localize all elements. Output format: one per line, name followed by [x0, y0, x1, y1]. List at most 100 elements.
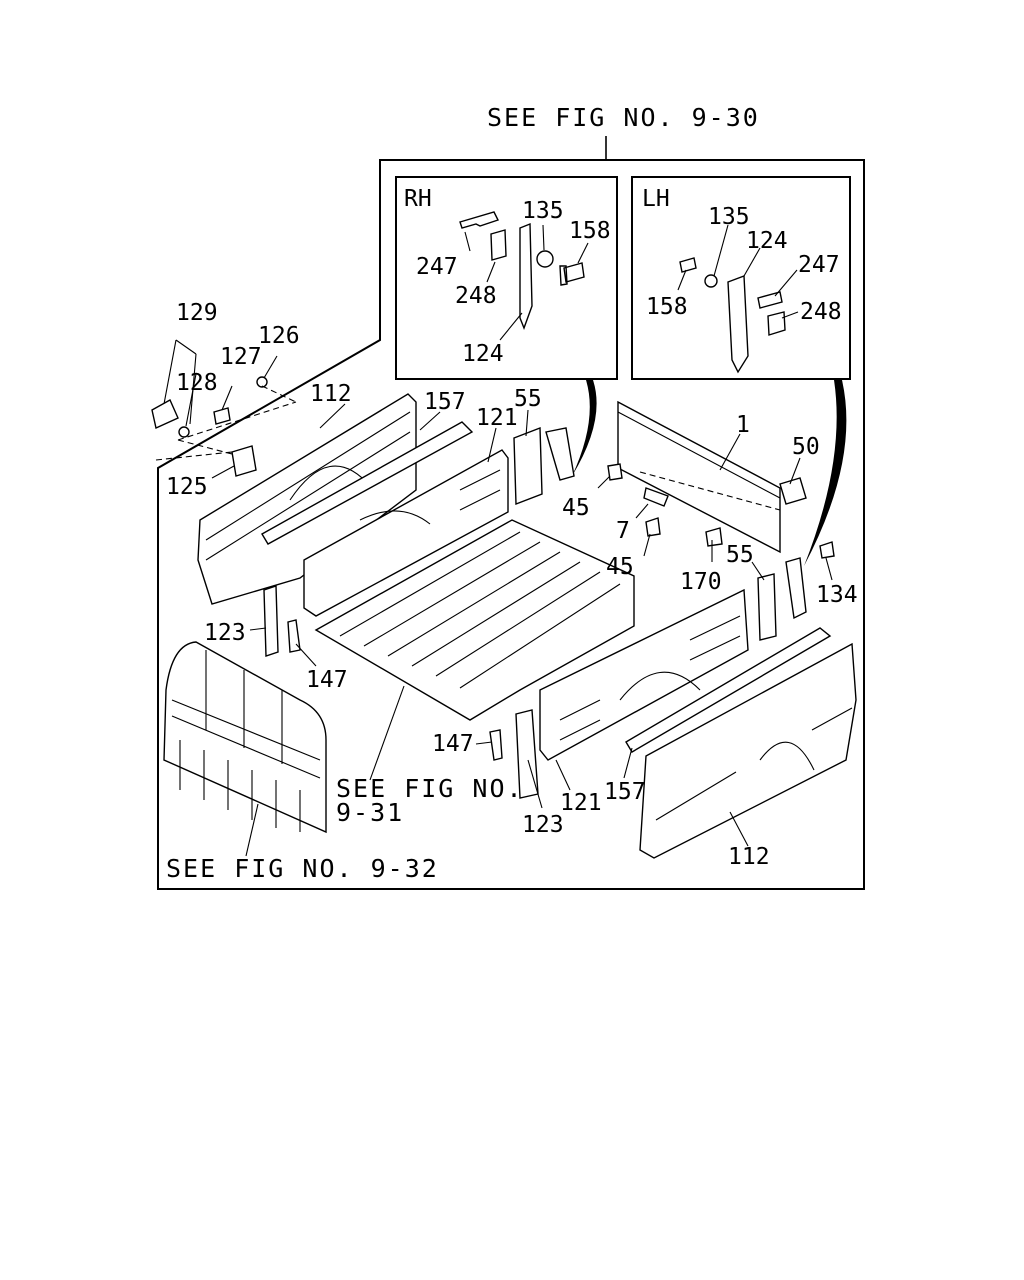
rh-bolt-158 [559, 262, 585, 286]
rh-bar-124 [519, 222, 533, 330]
bolt-134 [819, 541, 835, 559]
bracket-125 [231, 445, 257, 477]
rh-label-158: 158 [569, 218, 611, 244]
see-fig-9-31-number: 9-31 [336, 798, 404, 827]
c157-left-leader [419, 411, 441, 431]
p127-leader [221, 385, 233, 411]
floor-ribs [339, 531, 621, 689]
left-post-55 [513, 426, 543, 506]
c45-bottom-leader [643, 533, 651, 557]
lh-135-leader [713, 224, 729, 277]
lh-label-124: 124 [746, 228, 788, 254]
right-outer-ribs [655, 707, 853, 821]
rh-inset-pointer [572, 380, 597, 476]
callout-157-left: 157 [424, 389, 466, 415]
callout-55-right: 55 [726, 542, 754, 568]
callout-55-left: 55 [514, 386, 542, 412]
c121-right-leader [555, 759, 571, 791]
tailgate-outline [163, 641, 327, 834]
see-fig-9-32-label: SEE FIG NO. 9-32 [166, 854, 439, 883]
callout-112-left: 112 [310, 381, 352, 407]
c157-right-leader [623, 747, 633, 779]
right-inner-panel-121 [539, 588, 749, 761]
callout-128: 128 [176, 370, 218, 396]
washer-128 [178, 426, 190, 438]
p125-leader [211, 465, 235, 479]
tailgate-bars [171, 650, 321, 779]
c134-leader [825, 557, 833, 581]
callout-7: 7 [616, 518, 630, 544]
fig-9-32-leader [245, 803, 259, 857]
lh-bar-124 [727, 275, 749, 374]
see-fig-9-31-label: SEE FIG NO. [336, 774, 524, 803]
lh-inset: LH 135 124 158 247 248 [631, 176, 851, 380]
right-rail-157 [625, 627, 832, 753]
right-wheel-arch [759, 741, 815, 771]
c112-left-leader [319, 403, 346, 429]
rh-inset-title: RH [404, 186, 432, 212]
c147-left-leader [295, 643, 317, 667]
callout-147-right: 147 [432, 731, 474, 757]
right-handle-147 [489, 729, 503, 761]
rh-158-leader [577, 242, 589, 264]
lh-label-158: 158 [646, 294, 688, 320]
lh-inset-pointer [804, 380, 847, 566]
p129-leader-c [175, 339, 197, 355]
bolt-127 [213, 407, 231, 425]
lh-plate-248 [767, 311, 786, 336]
c123-right-leader [527, 759, 543, 809]
callout-112-right: 112 [728, 844, 770, 870]
rh-label-248: 248 [455, 283, 497, 309]
c121-left-leader [487, 427, 497, 463]
front-panel-edge [617, 411, 781, 499]
callout-45-top: 45 [562, 495, 590, 521]
c55-left-leader [525, 409, 529, 437]
callout-147-left: 147 [306, 667, 348, 693]
rh-bracket-247 [459, 211, 499, 229]
left-inner-arch [359, 510, 431, 525]
cap-129 [151, 399, 179, 429]
callout-121-left: 121 [476, 405, 518, 431]
bracket-50 [779, 477, 807, 505]
callout-134: 134 [816, 582, 858, 608]
rh-135-leader [542, 224, 545, 251]
group-dashed-lines [155, 385, 297, 461]
callout-129: 129 [176, 300, 218, 326]
p126-leader [263, 355, 278, 379]
callout-127: 127 [220, 344, 262, 370]
callout-123-left: 123 [204, 620, 246, 646]
rh-124-leader [499, 312, 523, 341]
callout-125: 125 [166, 474, 208, 500]
callout-50: 50 [792, 434, 820, 460]
rh-label-124: 124 [462, 341, 504, 367]
latch-right [785, 557, 807, 620]
lh-248-leader [781, 311, 799, 319]
bolt-45-top [607, 463, 623, 481]
lh-inset-title: LH [642, 186, 670, 212]
c112-right-leader [729, 811, 749, 847]
lh-nut-135 [704, 274, 718, 288]
rh-nut-135 [536, 250, 554, 268]
lh-inset-box [631, 176, 851, 380]
right-outer-panel-112 [639, 642, 857, 859]
lh-label-248: 248 [800, 299, 842, 325]
c123-left-leader [249, 627, 267, 631]
rh-label-247: 247 [416, 254, 458, 280]
c55-right-leader [751, 561, 765, 581]
right-post-55 [757, 573, 777, 641]
callout-126: 126 [258, 323, 300, 349]
c1-leader [719, 433, 741, 471]
lh-158-leader [677, 269, 687, 291]
c7-leader [635, 503, 649, 519]
lh-label-135: 135 [708, 204, 750, 230]
rh-inset: RH 247 248 135 158 124 [395, 176, 618, 380]
left-handle-147 [287, 619, 301, 653]
hardware-group-125-129 [151, 339, 297, 479]
lh-bolt-158 [679, 257, 697, 273]
bed-floor [314, 519, 635, 721]
rh-plate-248 [490, 229, 507, 261]
callout-170: 170 [680, 569, 722, 595]
c45-top-leader [597, 475, 611, 489]
rh-label-135: 135 [522, 198, 564, 224]
